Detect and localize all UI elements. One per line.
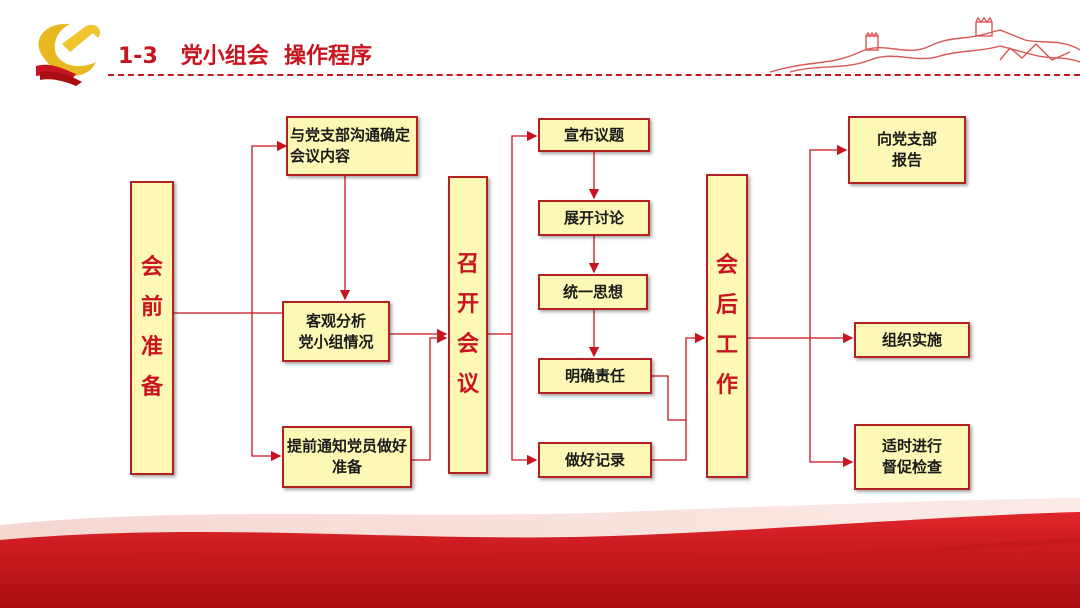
step-communicate: 与党支部沟通确定会议内容 (286, 116, 418, 176)
step-supervise: 适时进行 督促检查 (854, 424, 970, 490)
arrow-prep-to-communicate (174, 140, 288, 314)
title-divider (108, 74, 1080, 76)
great-wall-icon (769, 16, 1080, 73)
stage-after-label: 会后工作 (715, 253, 738, 398)
step-report-label: 向党支部 报告 (876, 130, 937, 169)
step-record-label: 做好记录 (564, 450, 625, 469)
arrow-prep-to-notify (251, 313, 282, 462)
party-emblem-icon (36, 23, 101, 86)
stage-meeting: 召开会议 (448, 176, 488, 474)
arrow-notify-to-meeting (412, 332, 448, 461)
step-unify: 统一思想 (538, 274, 648, 310)
page-title: 1-3 党小组会 操作程序 (118, 44, 373, 69)
stage-meeting-label: 召开会议 (456, 252, 479, 397)
line-responsibility-to-after (652, 375, 686, 421)
step-responsibility-label: 明确责任 (564, 366, 625, 385)
step-record: 做好记录 (538, 442, 652, 478)
step-report: 向党支部 报告 (848, 116, 966, 184)
stage-after: 会后工作 (706, 174, 748, 478)
arrow-after-to-report (748, 144, 848, 339)
stage-prep: 会前准备 (130, 181, 174, 475)
step-unify-label: 统一思想 (562, 282, 623, 301)
arrow-meeting-to-announce (488, 130, 538, 335)
step-communicate-label: 与党支部沟通确定会议内容 (290, 126, 411, 165)
step-analyze: 客观分析 党小组情况 (282, 301, 390, 362)
step-notify: 提前通知党员做好准备 (282, 426, 412, 488)
step-announce-label: 宣布议题 (563, 125, 624, 144)
step-responsibility: 明确责任 (538, 358, 652, 394)
step-analyze-label: 客观分析 党小组情况 (298, 311, 374, 351)
bottom-wave-red (0, 512, 1080, 608)
step-implement: 组织实施 (854, 322, 970, 358)
step-discuss: 展开讨论 (538, 200, 650, 236)
step-notify-label: 提前通知党员做好准备 (287, 437, 408, 476)
step-implement-label: 组织实施 (881, 330, 942, 349)
step-supervise-label: 适时进行 督促检查 (881, 437, 942, 476)
step-discuss-label: 展开讨论 (563, 208, 624, 227)
stage-prep-label: 会前准备 (140, 255, 163, 400)
line-record-to-after (652, 332, 706, 461)
arrow-after-to-supervise (809, 338, 854, 468)
arrow-meeting-to-record (511, 334, 538, 466)
step-announce: 宣布议题 (538, 118, 650, 152)
